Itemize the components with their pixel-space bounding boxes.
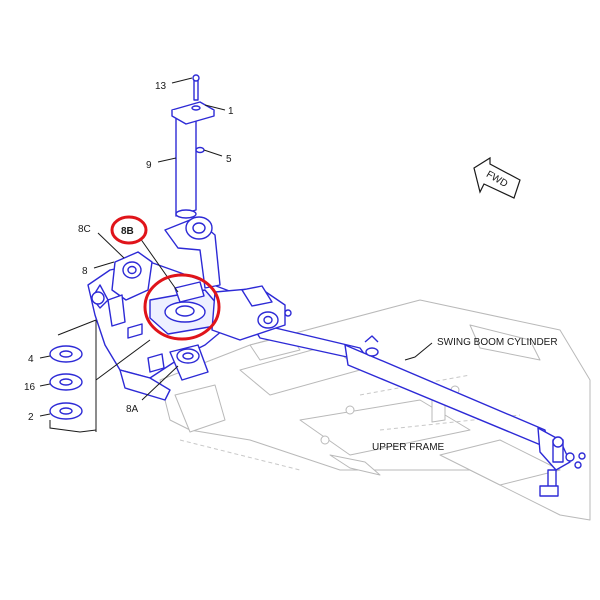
swing-boom-cylinder-drawing [249, 321, 586, 497]
callout-8c: 8C [78, 224, 91, 235]
callout-8a: 8A [126, 404, 139, 415]
callout-1: 1 [228, 106, 234, 117]
callout-5: 5 [226, 154, 232, 165]
callout-9: 9 [146, 160, 152, 171]
highlight-8b-part [143, 273, 221, 341]
callout-4: 4 [28, 354, 34, 365]
upper-frame-drawing [159, 299, 591, 521]
callout-8: 8 [82, 266, 88, 277]
callout-13: 13 [155, 81, 167, 92]
swing-bracket-drawing [87, 216, 292, 401]
callout-16: 16 [24, 382, 36, 393]
fwd-arrow: FWD [473, 156, 521, 199]
callouts: 13 1 9 5 8C 8B 8 4 16 2 8A [24, 81, 234, 423]
leader-lines [39, 77, 433, 417]
swing-boom-cylinder-label: SWING BOOM CYLINDER [437, 337, 558, 348]
highlight-8b-label [110, 215, 148, 245]
callout-8b: 8B [121, 226, 134, 237]
callout-2: 2 [28, 412, 34, 423]
upper-frame-label: UPPER FRAME [372, 442, 445, 453]
pin-assembly-drawing [171, 74, 215, 219]
washer-stack-drawing [49, 319, 97, 433]
